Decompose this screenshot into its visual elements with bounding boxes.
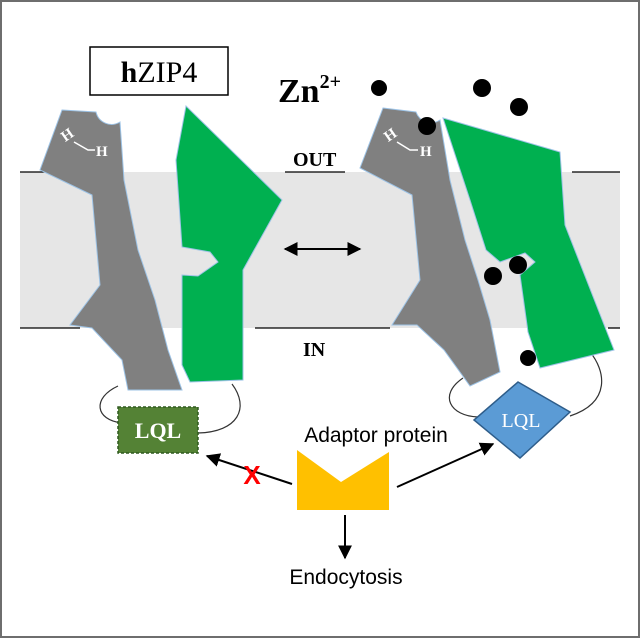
blocked-x-mark: X — [243, 460, 261, 490]
left-lql-motif — [117, 406, 199, 454]
zinc-ion-bound — [418, 117, 436, 135]
zinc-ion — [371, 80, 387, 96]
right-gray-domain — [359, 107, 501, 387]
right-green-domain — [442, 117, 615, 369]
title-box — [89, 46, 229, 96]
endocytosis-label: Endocytosis — [289, 566, 402, 589]
right-lql-motif — [472, 381, 572, 459]
left-green-domain — [175, 104, 283, 383]
right-lql-label: LQL — [502, 410, 541, 432]
left-loop-lower — [197, 383, 241, 434]
zinc-ion-inside — [520, 350, 536, 366]
zinc-label: Zn2+ — [278, 71, 341, 110]
right-loop-upper — [448, 377, 479, 418]
arrow-to-left-lql — [205, 453, 293, 485]
left-his-2: H — [96, 144, 108, 160]
zinc-ion — [510, 98, 528, 116]
left-his-bond — [73, 141, 95, 151]
right-loop-lower — [569, 351, 603, 417]
right-his-bond — [396, 141, 418, 151]
left-gray-domain — [39, 109, 183, 391]
in-label: IN — [303, 339, 326, 361]
left-loop-upper — [99, 385, 123, 424]
adaptor-protein-shape — [297, 450, 389, 510]
zinc-ion-channel — [484, 267, 502, 285]
arrow-to-right-lql — [396, 442, 495, 488]
out-label: OUT — [293, 149, 337, 171]
left-lql-label: LQL — [135, 418, 181, 443]
adaptor-label: Adaptor protein — [304, 424, 448, 447]
title-text: hZIP4 — [121, 56, 198, 89]
zinc-ion — [473, 79, 491, 97]
zinc-ion-channel — [509, 256, 527, 274]
right-his-2: H — [420, 144, 432, 160]
